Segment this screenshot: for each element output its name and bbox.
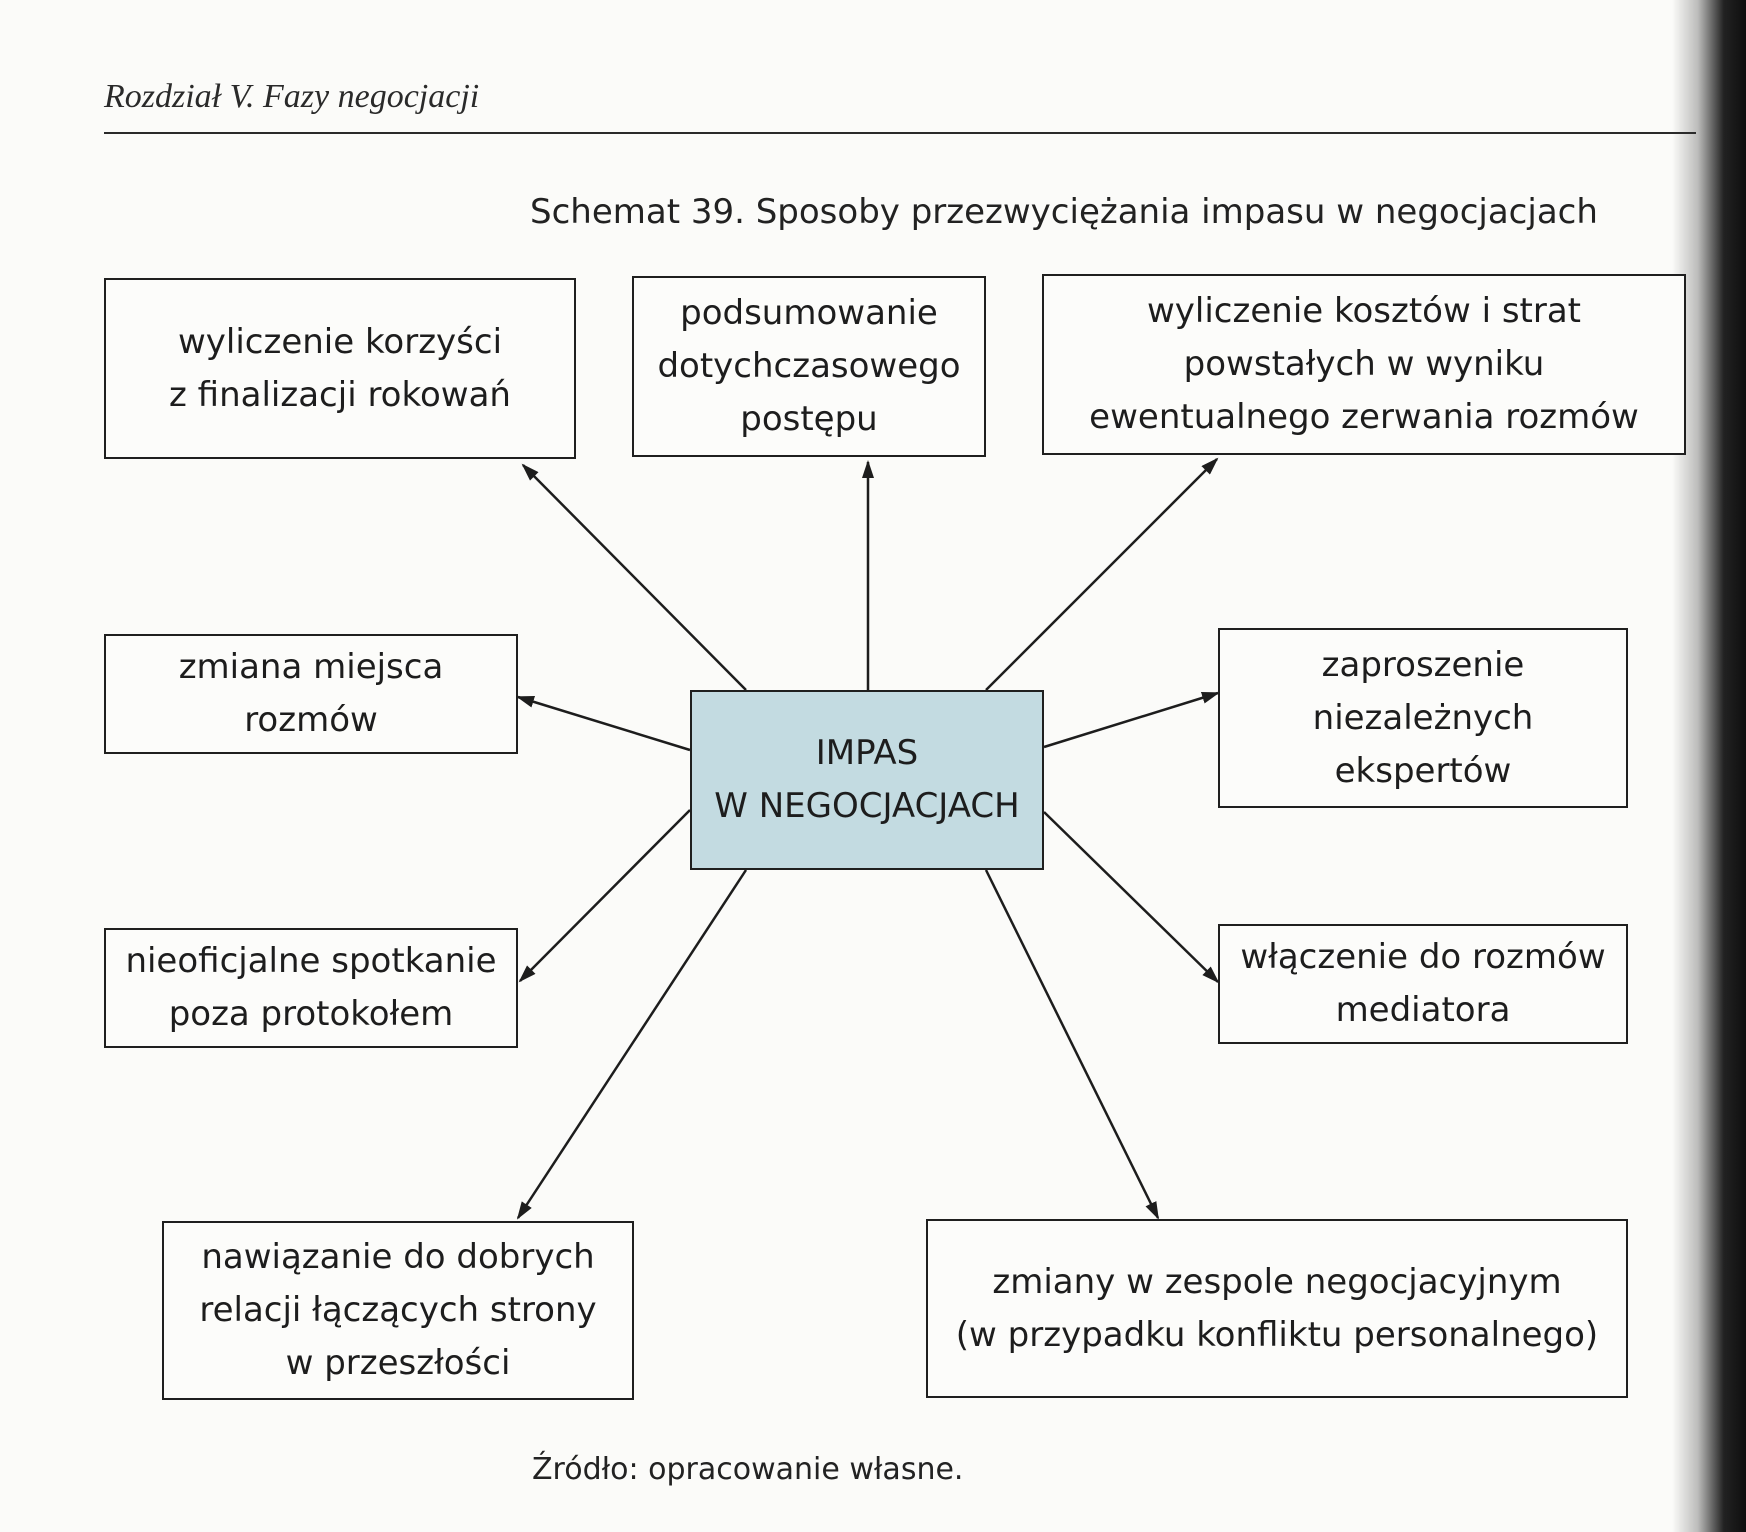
node-bottom-right: zmiany w zespole negocjacyjnym (w przypa…: [926, 1219, 1628, 1398]
node-top-right: wyliczenie kosztów i strat powstałych w …: [1042, 274, 1686, 455]
arrow-to-bottom-left: [516, 869, 748, 1220]
node-bottom-right-label: zmiany w zespole negocjacyjnym (w przypa…: [955, 1261, 1599, 1355]
page-edge-shadow: [1672, 0, 1746, 1532]
node-bottom-left-label: nawiązanie do dobrych relacji łączących …: [199, 1237, 597, 1383]
node-top-right-label: wyliczenie kosztów i strat powstałych w …: [1089, 291, 1639, 437]
arrow-to-lower-right: [1043, 811, 1220, 984]
node-lower-right-label: włączenie do rozmów mediatora: [1240, 937, 1606, 1030]
arrow-to-mid-right: [1043, 691, 1220, 749]
node-lower-right: włączenie do rozmów mediatora: [1218, 924, 1628, 1044]
running-head: Rozdział V. Fazy negocjacji: [104, 78, 480, 115]
arrow-to-bottom-right: [984, 869, 1160, 1220]
node-lower-left: nieoficjalne spotkanie poza protokołem: [104, 928, 518, 1048]
header-rule: [104, 132, 1696, 134]
node-mid-right: zaproszenie niezależnych ekspertów: [1218, 628, 1628, 808]
diagram-caption: Schemat 39. Sposoby przezwyciężania impa…: [530, 192, 1598, 232]
center-node: IMPAS W NEGOCJACJACH: [690, 690, 1044, 870]
node-top-left-label: wyliczenie korzyści z finalizacji rokowa…: [169, 321, 511, 415]
node-top-left: wyliczenie korzyści z finalizacji rokowa…: [104, 278, 576, 459]
arrow-to-top-left: [521, 463, 747, 691]
node-mid-left: zmiana miejsca rozmów: [104, 634, 518, 754]
arrow-to-top-right: [985, 457, 1219, 691]
source-note: Źródło: opracowanie własne.: [532, 1452, 964, 1487]
center-node-label: IMPAS W NEGOCJACJACH: [714, 733, 1020, 826]
node-top-center-label: podsumowanie dotychczasowego postępu: [657, 293, 961, 439]
arrow-to-mid-left: [516, 695, 691, 752]
arrow-to-lower-left: [518, 809, 691, 983]
node-mid-right-label: zaproszenie niezależnych ekspertów: [1312, 644, 1534, 791]
node-top-center: podsumowanie dotychczasowego postępu: [632, 276, 986, 457]
node-lower-left-label: nieoficjalne spotkanie poza protokołem: [125, 941, 497, 1034]
node-mid-left-label: zmiana miejsca rozmów: [178, 647, 444, 740]
node-bottom-left: nawiązanie do dobrych relacji łączących …: [162, 1221, 634, 1400]
